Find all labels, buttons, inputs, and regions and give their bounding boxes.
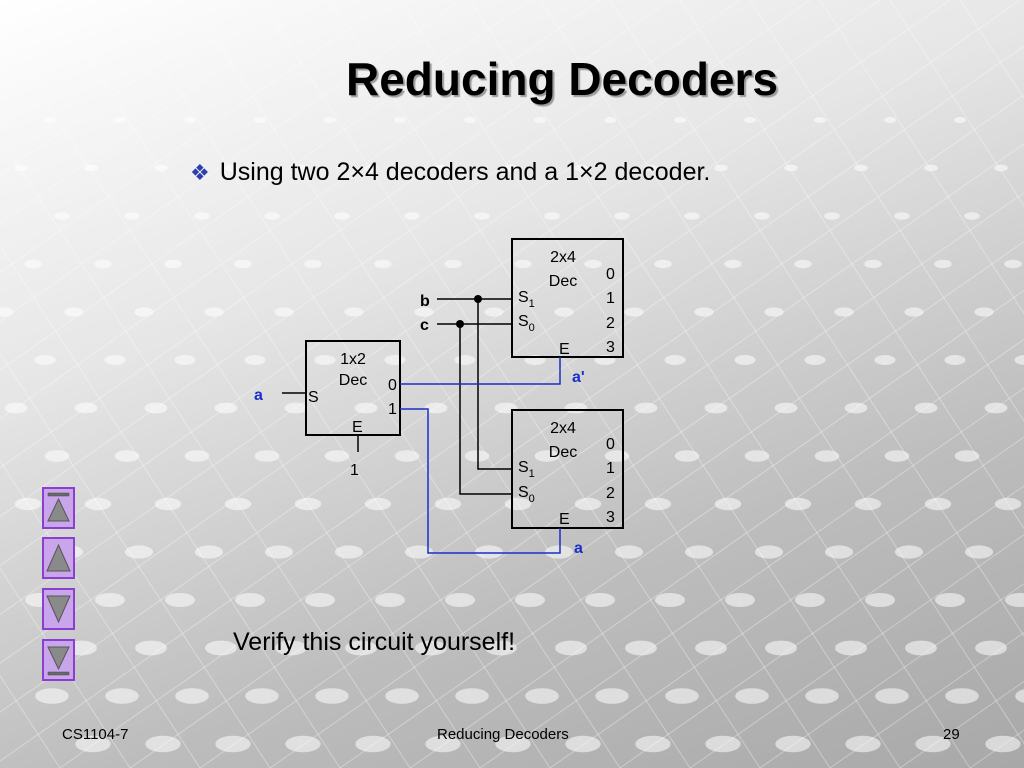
input-a-label: a	[254, 387, 263, 404]
decoder-1x2-enable-label: E	[352, 419, 363, 436]
decoder-bottom-enable-signal: a	[574, 540, 583, 557]
decoder-bottom-output-3: 3	[606, 509, 615, 526]
decoder-1x2-box	[305, 340, 401, 436]
decoder-top-s0: S0	[518, 313, 535, 334]
decoder-1x2-sub: Dec	[339, 372, 367, 389]
decoder-1x2-enable-value: 1	[350, 462, 359, 479]
decoder-top-enable-label: E	[559, 341, 570, 358]
decoder-top-s1: S1	[518, 289, 535, 310]
wire-out0-to-top-enable	[400, 357, 561, 385]
decoder-top-output-2: 2	[606, 315, 615, 332]
wire-c-bottom	[459, 324, 512, 495]
last-slide-icon	[47, 646, 70, 676]
bullet-text: Using two 2×4 decoders and a 1×2 decoder…	[219, 158, 711, 186]
decoder-bottom-output-2: 2	[606, 485, 615, 502]
decoder-top-name: 2x4	[550, 249, 576, 266]
footer-page-number: 29	[943, 726, 960, 743]
footer-course: CS1104-7	[62, 726, 129, 743]
decoder-1x2-name: 1x2	[340, 351, 366, 368]
decoder-bottom-name: 2x4	[550, 420, 576, 437]
next-slide-button[interactable]	[42, 588, 75, 630]
slide-title: Reducing Decoders	[346, 53, 778, 105]
decoder-top-output-0: 0	[606, 266, 615, 283]
decoder-bottom-sub: Dec	[549, 444, 577, 461]
bullet-item: ❖ Using two 2×4 decoders and a 1×2 decod…	[190, 158, 710, 187]
last-slide-button[interactable]	[42, 639, 75, 681]
first-slide-button[interactable]	[42, 487, 75, 529]
decoder-top-box	[511, 238, 624, 358]
decoder-top-sub: Dec	[549, 273, 577, 290]
decoder-bottom-enable-label: E	[559, 511, 570, 528]
decoder-top-output-1: 1	[606, 290, 615, 307]
first-slide-icon	[47, 492, 70, 522]
decoder-1x2-output-1: 1	[388, 401, 397, 418]
input-b-label: b	[420, 293, 430, 310]
verify-note: Verify this circuit yourself!	[233, 628, 516, 656]
footer-title: Reducing Decoders	[437, 726, 569, 743]
decoder-bottom-output-0: 0	[606, 436, 615, 453]
decoder-top-enable-signal: a'	[572, 369, 585, 386]
previous-slide-button[interactable]	[42, 537, 75, 579]
decoder-bottom-s0: S0	[518, 484, 535, 505]
decoder-1x2-select-label: S	[308, 389, 319, 406]
previous-slide-icon	[46, 543, 71, 572]
input-c-label: c	[420, 317, 429, 334]
decoder-1x2-output-0: 0	[388, 377, 397, 394]
wire-b-bottom	[477, 299, 512, 470]
diamond-bullet-icon: ❖	[190, 159, 210, 185]
next-slide-icon	[46, 595, 71, 624]
decoder-bottom-output-1: 1	[606, 460, 615, 477]
decoder-top-output-3: 3	[606, 339, 615, 356]
decoder-bottom-s1: S1	[518, 459, 535, 480]
wire-out1-to-bottom-enable	[400, 408, 561, 554]
